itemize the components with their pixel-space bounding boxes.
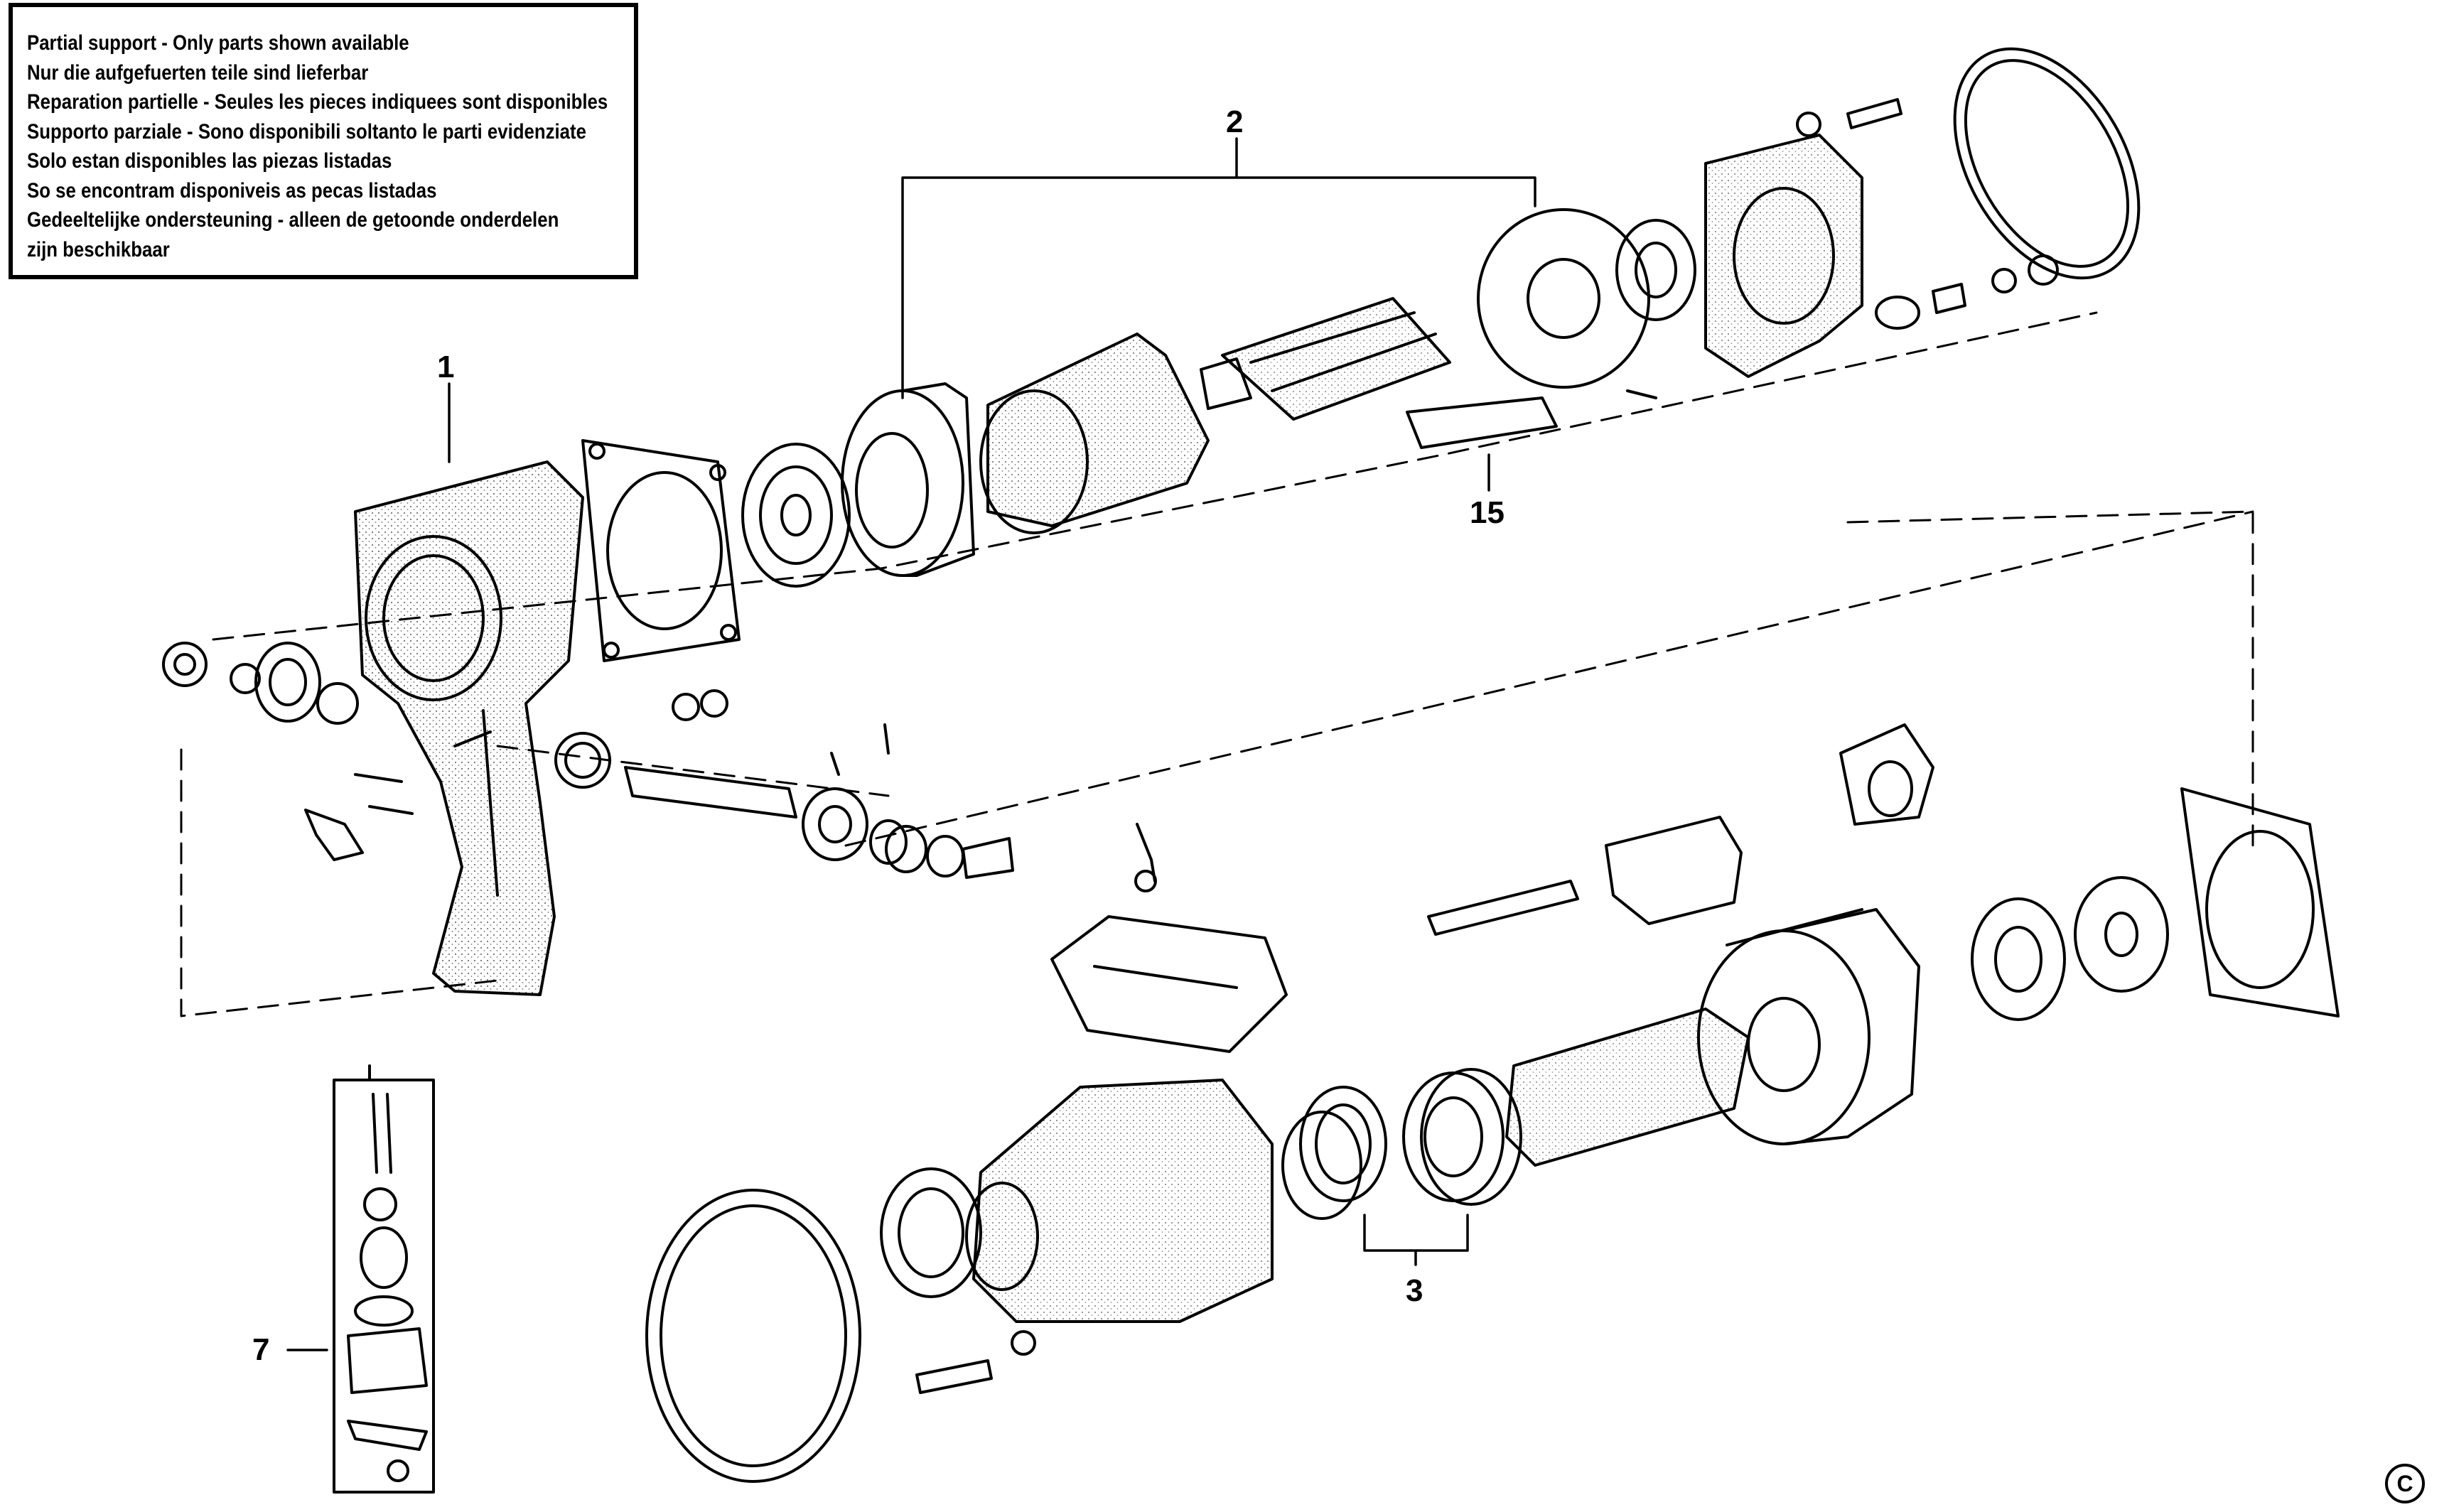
callout-7: 7 xyxy=(252,1332,270,1367)
notice-line-pt: So se encontram disponiveis as pecas lis… xyxy=(27,178,437,202)
spindle-assembly xyxy=(624,689,1014,879)
cam-piece xyxy=(1839,723,1934,826)
back-head xyxy=(1704,134,1863,378)
hammer-case-bolt xyxy=(915,1330,1036,1394)
housing-gasket xyxy=(581,439,741,662)
notice-line-nl-cont: zijn beschikbaar xyxy=(27,237,170,261)
callout-leaders xyxy=(286,137,1536,1351)
hammer-pin xyxy=(1427,880,1579,936)
front-drive-parts xyxy=(162,642,611,861)
regulator-parts xyxy=(1875,254,2059,330)
hammer-case-ring-lower xyxy=(645,1189,861,1483)
motor-bearing-rear xyxy=(1615,219,1696,321)
rotor-with-vanes xyxy=(1200,297,1451,421)
clutch-bearing xyxy=(1971,897,2066,1021)
clutch-housing xyxy=(1697,908,1920,1145)
thrust-washer xyxy=(2074,876,2169,993)
end-gasket xyxy=(2180,787,2340,1017)
hammer-cage xyxy=(1299,1071,1505,1202)
copyright-symbol: C xyxy=(2385,1464,2425,1503)
notice-line-nl: Gedeeltelijke ondersteuning - alleen de … xyxy=(27,208,559,232)
notice-line-es: Solo estan disponibles las piezas listad… xyxy=(27,149,392,173)
front-end-plate xyxy=(841,382,975,577)
notice-line-de: Nur die aufgefuerten teile sind lieferba… xyxy=(27,60,369,85)
retaining-ring-upper xyxy=(1953,47,2141,280)
valve-assembly-box xyxy=(333,1064,435,1494)
anvil xyxy=(1505,1008,1750,1167)
motor-cylinder xyxy=(979,333,1210,534)
callout-15: 15 xyxy=(1470,495,1505,530)
rear-end-plate xyxy=(1477,208,1657,399)
motor-bearing-front xyxy=(741,443,851,588)
rotor-vane-blade xyxy=(1406,396,1558,449)
clutch-sleeve xyxy=(1281,1111,1362,1220)
sleeve-seal-ring xyxy=(1420,1068,1522,1206)
back-head-screw xyxy=(1796,98,1902,137)
assembly-axis-lines xyxy=(180,311,2254,1017)
handle-bracket xyxy=(1050,823,1288,1053)
partial-support-notice: Partial support - Only parts shown avail… xyxy=(9,3,638,279)
notice-line-fr: Reparation partielle - Seules les pieces… xyxy=(27,90,608,114)
callout-2: 2 xyxy=(1226,104,1244,139)
hammer-block xyxy=(1605,816,1743,925)
notice-line-it: Supporto parziale - Sono disponibili sol… xyxy=(27,119,586,144)
callout-3: 3 xyxy=(1406,1273,1423,1308)
callout-1: 1 xyxy=(437,350,455,384)
housing-with-grip xyxy=(354,460,584,996)
hammer-case xyxy=(965,1079,1274,1323)
notice-line-en: Partial support - Only parts shown avail… xyxy=(27,31,409,55)
